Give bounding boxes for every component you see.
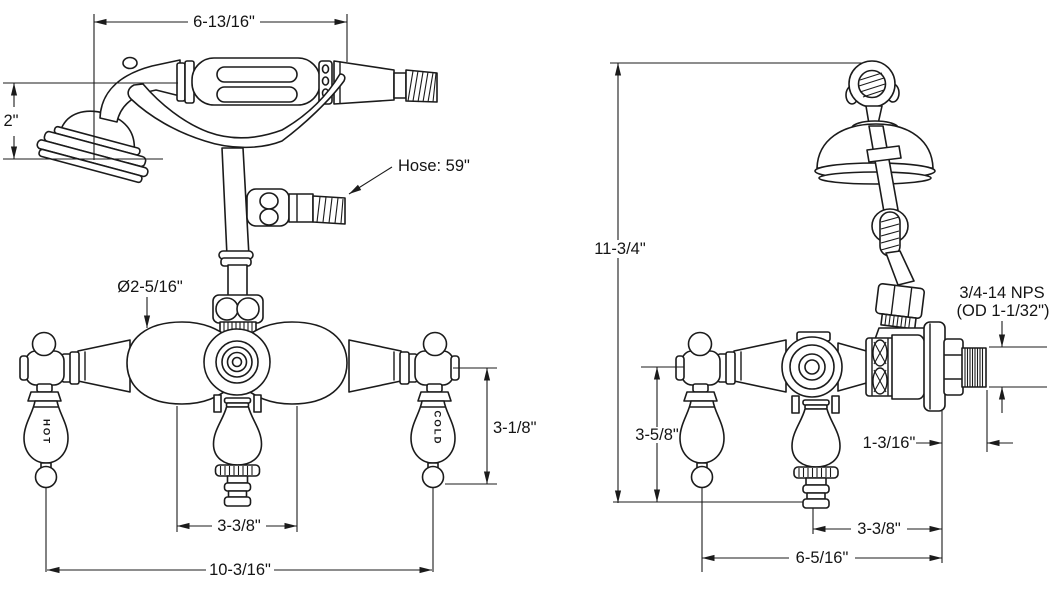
- dim-handle-drop: 3-5/8": [635, 366, 684, 502]
- dim-connection-thread: 3/4-14 NPS (OD 1-1/32"): [957, 284, 1050, 413]
- side-valve-assembly: [675, 331, 787, 573]
- svg-text:3-3/8": 3-3/8": [857, 520, 901, 538]
- hot-valve-assembly: [19, 331, 131, 573]
- hose-connector: [405, 69, 438, 103]
- mount-prong: [791, 395, 800, 414]
- dim-handle-length: 3-1/8": [445, 367, 537, 485]
- diverter-boss: [203, 328, 271, 396]
- svg-text:2": 2": [3, 112, 18, 130]
- svg-text:10-3/16": 10-3/16": [209, 561, 271, 579]
- diverter-grip-spout: [212, 397, 263, 507]
- svg-text:1-3/16": 1-3/16": [863, 434, 916, 452]
- front-view: HOT COLD 6-13/16" 2" Hose: 59" Ø2-5/16": [3, 13, 537, 579]
- dim-escutcheon-diameter: Ø2-5/16": [117, 278, 183, 328]
- dim-head-to-hose-width: 6-13/16": [93, 13, 348, 160]
- dim-handle-to-wall: 6-5/16": [702, 549, 942, 567]
- wall-connection: [837, 321, 987, 412]
- hot-label: HOT: [41, 419, 52, 445]
- svg-text:11-3/4": 11-3/4": [594, 240, 646, 258]
- cold-label: COLD: [432, 411, 443, 446]
- cradle-yoke: [127, 73, 346, 149]
- svg-text:3-1/8": 3-1/8": [493, 419, 537, 437]
- handle-slot: [216, 86, 298, 103]
- wall-flange: [923, 321, 946, 412]
- handle-slot: [216, 66, 298, 83]
- dim-sprayer-head-depth: 2": [3, 82, 178, 160]
- svg-text:3-3/8": 3-3/8": [217, 517, 261, 535]
- svg-text:3-5/8": 3-5/8": [635, 426, 679, 444]
- dim-hose-length: Hose: 59": [348, 157, 470, 195]
- svg-text:Hose: 59": Hose: 59": [398, 157, 470, 175]
- svg-text:6-13/16": 6-13/16": [193, 13, 255, 31]
- sprayer-handle: [176, 57, 438, 106]
- diverter-grip-spout-side: [791, 399, 841, 509]
- svg-text:(OD 1-1/32"): (OD 1-1/32"): [957, 302, 1050, 320]
- sprayer-head: [36, 110, 149, 184]
- svg-text:Ø2-5/16": Ø2-5/16": [117, 278, 183, 296]
- mount-prong: [213, 394, 222, 413]
- dim-spout-center-offset-front: 3-3/8": [176, 406, 298, 535]
- side-boss: [781, 331, 843, 398]
- riser-pipe: [221, 147, 250, 257]
- svg-text:6-5/16": 6-5/16": [796, 549, 849, 567]
- dim-overall-height: 11-3/4": [594, 62, 863, 503]
- mount-prong: [831, 395, 840, 414]
- neck-bump: [122, 56, 138, 70]
- threaded-nipple: [961, 347, 987, 388]
- dim-overall-width: 10-3/16": [47, 561, 432, 579]
- svg-text:3/4-14 NPS: 3/4-14 NPS: [959, 284, 1044, 302]
- cold-valve-assembly: [348, 331, 460, 573]
- dim-spout-to-wall: 3-3/8": [812, 508, 942, 538]
- mount-prong: [253, 394, 262, 413]
- sprayer-side: [814, 60, 936, 343]
- side-view: 11-3/4" 3-5/8" 3/4-14 NPS (OD 1-1/32") 1…: [594, 60, 1050, 573]
- dim-flange-to-nipple: 1-3/16": [863, 390, 1013, 563]
- hose-outlet-tee: [246, 188, 346, 227]
